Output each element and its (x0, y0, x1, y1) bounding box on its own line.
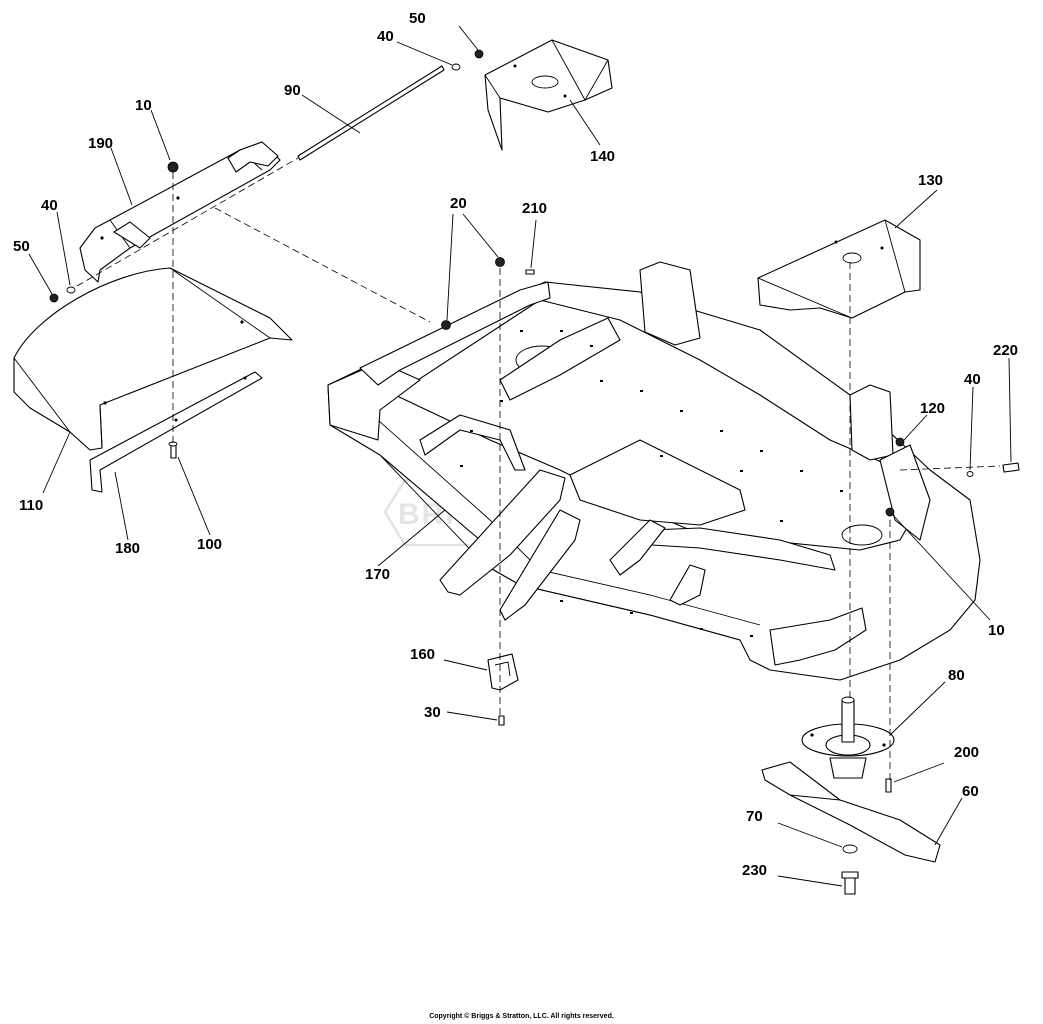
assembly-lines (76, 157, 1001, 780)
part-60-blade (761, 761, 941, 863)
callout-120: 120 (920, 400, 945, 417)
callout-160: 160 (410, 646, 435, 663)
leader-lines (28, 25, 1012, 887)
part-80-spindle (801, 696, 895, 779)
callout-90: 90 (284, 82, 301, 99)
callout-180: 180 (115, 540, 140, 557)
part-140-baffle (484, 39, 613, 151)
callout-170: 170 (365, 566, 390, 583)
callout-230: 230 (742, 862, 767, 879)
callout-220: 220 (993, 342, 1018, 359)
part-160-flap (487, 653, 519, 691)
callout-40-right: 40 (964, 371, 981, 388)
callout-50-left: 50 (13, 238, 30, 255)
callout-40-left: 40 (41, 197, 58, 214)
callout-40-top: 40 (377, 28, 394, 45)
hardware-nut-50-left (49, 293, 59, 303)
hardware-bolt-200 (885, 778, 892, 793)
part-180-plate (89, 371, 263, 493)
callout-140: 140 (590, 148, 615, 165)
callout-100: 100 (197, 536, 222, 553)
hardware-nut-10-right (885, 507, 895, 517)
part-90-rod (297, 65, 445, 161)
part-110-chute (13, 267, 293, 451)
hardware-washer-70 (842, 844, 858, 854)
hardware-bolt-220 (1002, 462, 1020, 473)
hardware-washer-40-left (66, 286, 76, 294)
callout-130: 130 (918, 172, 943, 189)
hardware-nut-10-left (167, 161, 179, 173)
callout-190: 190 (88, 135, 113, 152)
part-130-baffle (757, 219, 921, 319)
callout-80: 80 (948, 667, 965, 684)
callout-labels: 50 40 90 140 10 190 40 50 20 210 130 220… (13, 10, 1018, 879)
copyright-notice: Copyright © Briggs & Stratton, LLC. All … (429, 1013, 614, 1020)
callout-60: 60 (962, 783, 979, 800)
callout-210: 210 (522, 200, 547, 217)
hardware-nut-120 (895, 437, 905, 447)
hardware-washer-40-top (451, 63, 461, 71)
part-170-deck (327, 261, 981, 681)
deck-mounting-slots (460, 330, 843, 637)
callout-110: 110 (19, 497, 43, 514)
hardware-nut-50-top (474, 49, 484, 59)
callout-50-top: 50 (409, 10, 426, 27)
callout-30: 30 (424, 704, 441, 721)
hardware-screw-100 (168, 441, 178, 459)
hardware-washer-40-right (966, 471, 974, 477)
hardware-screw-30 (498, 715, 505, 726)
callout-10-right: 10 (988, 622, 1005, 639)
callout-200: 200 (954, 744, 979, 761)
callout-10-left: 10 (135, 97, 152, 114)
hardware-bolt-210 (525, 269, 535, 275)
callout-70: 70 (746, 808, 763, 825)
part-190-bracket (79, 141, 281, 283)
hardware-bolt-230 (841, 871, 859, 895)
hardware-nut-20-a (441, 320, 451, 330)
hardware-nut-20-b (495, 257, 505, 267)
callout-20: 20 (450, 195, 467, 212)
